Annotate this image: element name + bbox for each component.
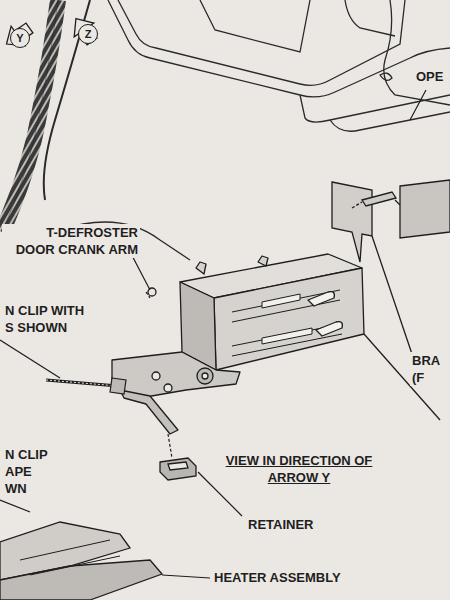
view-letter: Z <box>85 28 92 40</box>
part-label: N CLIP APE WN <box>3 446 55 497</box>
part-label: T-DEFROSTER DOOR CRANK ARM <box>2 224 140 258</box>
part-label: N CLIP WITH S SHOWN <box>3 302 95 336</box>
control-unit <box>112 254 440 434</box>
view-arrow-circle: Y <box>10 28 30 48</box>
part-label: OPE <box>414 68 445 85</box>
view-letter: Y <box>16 32 23 44</box>
dash-panel-outline <box>60 0 450 260</box>
part-label: VIEW IN DIRECTION OF ARROW Y <box>222 452 376 486</box>
part-label: RETAINER <box>246 516 315 533</box>
cable-and-clip <box>0 244 172 458</box>
part-label: HEATER ASSEMBLY <box>212 569 343 586</box>
view-arrow-circle: Z <box>78 24 98 44</box>
part-label: BRA (F <box>410 352 450 386</box>
view-arrows <box>0 12 102 54</box>
heater-assembly <box>0 522 210 600</box>
leader-lines <box>0 90 426 512</box>
